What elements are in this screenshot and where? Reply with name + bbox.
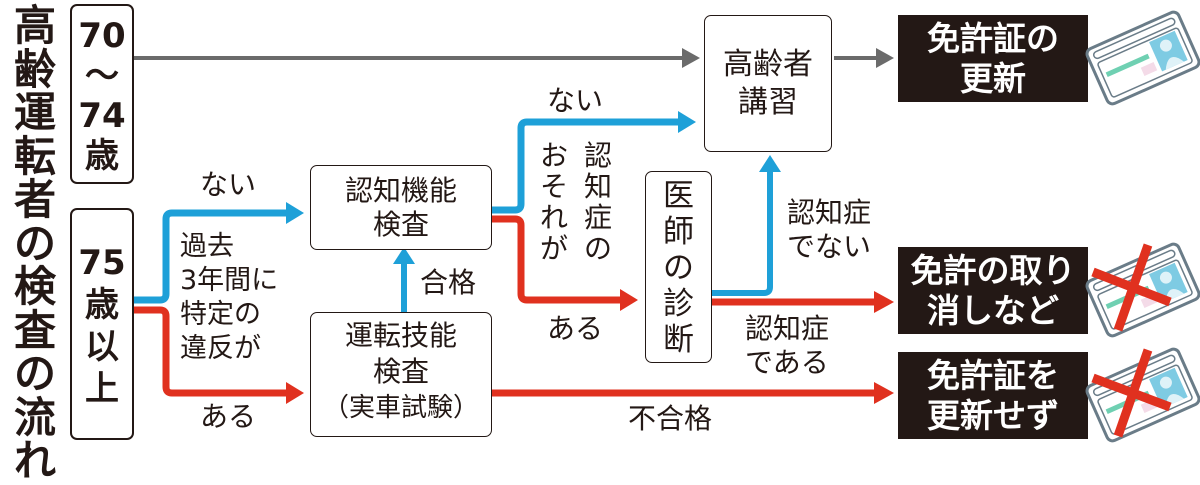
vertical-char: が	[540, 232, 569, 265]
age-text: ～	[85, 56, 119, 96]
result-text: 免許証の	[927, 19, 1059, 58]
age-text: 74	[78, 96, 126, 136]
arrowhead	[286, 382, 304, 404]
box-text: 師	[663, 214, 694, 250]
label-no-violation: ない	[200, 168, 257, 201]
doctor-diagnosis-box: 医師の診断	[645, 171, 712, 363]
age-text: 歳	[85, 285, 119, 325]
result-revocation: 免許の取り 消しなど	[898, 247, 1088, 334]
arrow-no-violation	[134, 209, 288, 304]
vertical-char: の	[584, 232, 613, 265]
arrowhead	[874, 291, 894, 313]
box-text: 講習	[738, 85, 798, 120]
title-char: 高	[13, 1, 56, 50]
box-text: 医	[663, 178, 694, 214]
result-text: 更新せず	[927, 396, 1059, 435]
box-text: 診	[663, 286, 694, 322]
box-text: 運転技能	[344, 319, 457, 352]
condition-line: 違反が	[180, 333, 261, 364]
arrow-not-dementia	[712, 170, 773, 296]
cross-mark-icon	[1091, 348, 1172, 438]
title-char: 齢	[13, 44, 56, 94]
title-char: れ	[13, 436, 56, 485]
label-dementia-risk: ある	[547, 312, 604, 345]
arrowhead	[759, 155, 781, 172]
title-char: 者	[13, 175, 56, 224]
label-no-dementia-risk: ない	[547, 84, 604, 117]
title-char: の	[13, 218, 56, 268]
cross-mark-icon	[1091, 243, 1172, 332]
driving-test-box: 運転技能 検査 （実車試験）	[310, 312, 492, 437]
result-text: 免許の取り	[910, 251, 1076, 290]
title-char: の	[13, 349, 56, 398]
age-text: 歳	[85, 136, 119, 176]
condition-text: 過去 3年間に 特定の 違反が	[180, 230, 278, 366]
box-text: 検査	[372, 355, 429, 388]
license-card-icon	[1083, 8, 1200, 108]
age-group-70-74: 70 ～ 74 歳	[70, 4, 134, 184]
box-text: 検査	[372, 208, 429, 241]
elderly-course-box: 高齢者 講習	[704, 15, 832, 152]
label-line: でない	[787, 230, 872, 263]
label-pass: 合格	[420, 266, 477, 299]
box-text: の	[663, 250, 694, 286]
box-text: 認知機能	[344, 174, 457, 207]
arrow-no-dementia-risk	[492, 118, 680, 214]
condition-line: 特定の	[180, 299, 261, 330]
arrowhead	[682, 48, 700, 68]
license-icons	[1083, 8, 1200, 443]
label-not-dementia: 認知症 でない	[787, 196, 871, 264]
box-text: （実車試験）	[322, 393, 479, 423]
title-char: 検	[13, 262, 56, 311]
age-text: 70	[78, 16, 126, 56]
arrow-violation	[134, 306, 288, 397]
arrowhead	[678, 111, 696, 133]
label-violation: ある	[200, 400, 257, 433]
result-text: 免許証を	[927, 356, 1059, 395]
label-is-dementia: 認知症 である	[745, 312, 829, 380]
result-no-renewal: 免許証を 更新せず	[898, 352, 1088, 439]
flow-arrows	[134, 48, 894, 404]
age-text: 以	[85, 327, 119, 367]
vertical-char: れ	[540, 201, 569, 234]
cognitive-test-box: 認知機能 検査	[310, 165, 492, 250]
label-fail: 不合格	[628, 402, 713, 435]
vertical-char: 知	[584, 170, 613, 203]
condition-line: 過去	[180, 231, 234, 262]
vertical-char: そ	[540, 170, 569, 203]
vertical-char: 症	[584, 201, 613, 234]
arrowhead	[874, 382, 894, 404]
vertical-char: 認	[584, 139, 613, 172]
arrowhead	[876, 48, 894, 68]
age-text: 上	[85, 369, 119, 409]
label-line: である	[745, 346, 829, 379]
result-text: 更新	[960, 59, 1026, 98]
title-char: 転	[13, 131, 56, 181]
arrowhead	[620, 289, 638, 311]
result-renewal: 免許証の 更新	[898, 15, 1088, 102]
label-line: 認知症	[787, 196, 872, 229]
title-char: 査	[13, 305, 56, 355]
result-text: 消しなど	[927, 291, 1059, 330]
age-text: 75	[78, 243, 126, 283]
label-dementia-risk-vertical: 認知症の おそれが	[540, 140, 620, 280]
box-text: 高齢者	[723, 47, 813, 82]
box-text: 断	[663, 322, 694, 358]
arrowhead	[286, 202, 304, 224]
arrow-dementia-risk	[492, 215, 622, 304]
arrowhead	[393, 247, 415, 264]
condition-line: 3年間に	[180, 265, 279, 296]
age-group-75-plus: 75 歳 以 上	[70, 208, 134, 440]
vertical-col-2: おそれが	[540, 140, 576, 264]
vertical-col-1: 認知症の	[584, 140, 620, 264]
title-char: 流	[13, 392, 56, 442]
title-char: 運	[13, 88, 56, 137]
label-line: 認知症	[745, 312, 830, 345]
vertical-char: お	[540, 139, 569, 172]
